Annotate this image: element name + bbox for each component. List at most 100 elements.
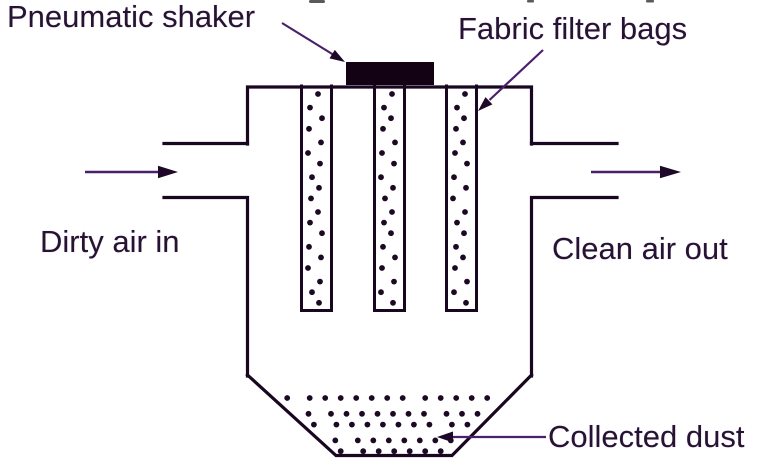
dust-dot bbox=[421, 410, 427, 417]
dust-dot bbox=[317, 278, 323, 285]
dust-dot bbox=[399, 395, 406, 401]
dust-dot bbox=[319, 230, 325, 237]
dust-dot bbox=[464, 278, 470, 285]
dust-dot bbox=[437, 395, 444, 401]
dust-dot bbox=[452, 150, 458, 156]
dust-dot bbox=[474, 410, 481, 417]
dust-dot bbox=[319, 115, 325, 122]
dust-dot bbox=[305, 410, 312, 417]
dust-dot bbox=[311, 421, 317, 428]
dust-dot bbox=[343, 410, 350, 417]
filter-bag-1 bbox=[300, 84, 333, 312]
dust-dot bbox=[454, 219, 460, 226]
dust-dot bbox=[328, 410, 334, 417]
dust-dot bbox=[375, 448, 382, 455]
dust-dot bbox=[461, 115, 467, 122]
dust-dot bbox=[451, 174, 457, 181]
dust-dot bbox=[384, 395, 391, 401]
dust-dot bbox=[306, 395, 313, 401]
dust-dot bbox=[378, 174, 384, 181]
collected-dust-dots bbox=[284, 395, 491, 455]
dust-dot bbox=[317, 160, 323, 167]
dust-dot bbox=[385, 437, 392, 444]
dust-dot bbox=[378, 289, 384, 296]
dust-dot bbox=[308, 195, 314, 202]
dust-dot bbox=[392, 139, 398, 146]
dust-dot bbox=[463, 184, 469, 191]
dust-dot bbox=[354, 437, 361, 444]
dust-dot bbox=[405, 410, 412, 417]
dust-dot bbox=[390, 410, 396, 417]
dust-dot bbox=[380, 243, 386, 250]
fabric-filter-bags-group bbox=[300, 84, 478, 312]
dust-dot bbox=[333, 421, 340, 428]
pneumatic-shaker-block bbox=[346, 62, 434, 85]
dust-dot bbox=[388, 115, 394, 122]
dust-dot bbox=[305, 265, 311, 271]
dust-dot bbox=[484, 395, 491, 401]
dust-dot bbox=[318, 139, 324, 146]
dust-dot bbox=[337, 448, 344, 455]
dust-dot bbox=[422, 395, 429, 401]
dust-dot bbox=[426, 421, 433, 428]
dust-dot bbox=[368, 395, 375, 401]
dust-dot bbox=[437, 448, 444, 455]
dust-dot bbox=[468, 395, 475, 401]
dust-dot bbox=[349, 421, 355, 428]
dust-dot bbox=[322, 395, 329, 401]
dust-dot bbox=[315, 91, 321, 97]
dust-dot bbox=[461, 230, 467, 237]
dust-dot bbox=[464, 160, 470, 167]
dust-dot bbox=[460, 139, 466, 146]
dust-dot bbox=[316, 184, 322, 191]
dust-dot bbox=[284, 395, 291, 401]
dust-dot bbox=[443, 410, 450, 417]
dust-dot bbox=[464, 421, 471, 428]
label-collected-dust: Collected dust bbox=[548, 419, 745, 454]
dust-dot bbox=[306, 243, 312, 250]
dust-dot bbox=[315, 209, 321, 215]
hopper-walls bbox=[245, 372, 534, 458]
dust-dot bbox=[353, 395, 360, 401]
dust-dot bbox=[452, 265, 458, 271]
dust-dot bbox=[416, 437, 423, 444]
dust-dot bbox=[305, 150, 311, 156]
dust-dot bbox=[459, 410, 465, 417]
dust-dot bbox=[364, 421, 371, 428]
dust-dot bbox=[462, 91, 468, 97]
dust-dot bbox=[379, 265, 385, 271]
dust-dot bbox=[449, 421, 455, 428]
dust-dot bbox=[380, 125, 386, 132]
cropped-title-fragments bbox=[309, 0, 654, 3]
dust-dot bbox=[309, 289, 315, 296]
dust-dot bbox=[381, 104, 387, 111]
dust-dot bbox=[374, 410, 381, 417]
housing-top-walls bbox=[245, 85, 534, 146]
dust-dot bbox=[307, 219, 313, 226]
dust-dot bbox=[318, 254, 324, 261]
clean-air-flow-arrow bbox=[591, 165, 681, 179]
dust-dot bbox=[380, 421, 386, 428]
dust-dot bbox=[388, 230, 394, 237]
dust-dot bbox=[392, 254, 398, 261]
dust-dot bbox=[309, 174, 315, 181]
dust-dot bbox=[463, 299, 469, 306]
dust-dot bbox=[381, 219, 387, 226]
dust-dot bbox=[360, 448, 367, 455]
label-fabric-filter-bags: Fabric filter bags bbox=[458, 11, 688, 46]
dust-dot bbox=[460, 254, 466, 261]
dust-dot bbox=[450, 195, 456, 202]
dust-dot bbox=[432, 437, 439, 444]
filter-bag-2 bbox=[373, 84, 406, 312]
dust-dot bbox=[389, 209, 395, 215]
inlet-duct-bottom-wall-and-left-wall bbox=[162, 195, 250, 378]
dust-dot bbox=[389, 91, 395, 97]
dust-dot bbox=[454, 104, 460, 111]
dust-dot bbox=[307, 104, 313, 111]
filter-bag-3 bbox=[445, 84, 478, 312]
label-clean-air-out: Clean air out bbox=[552, 231, 728, 266]
dust-dot bbox=[391, 448, 398, 455]
dust-dot bbox=[390, 184, 396, 191]
filter-bag-dust-dots bbox=[305, 91, 470, 306]
